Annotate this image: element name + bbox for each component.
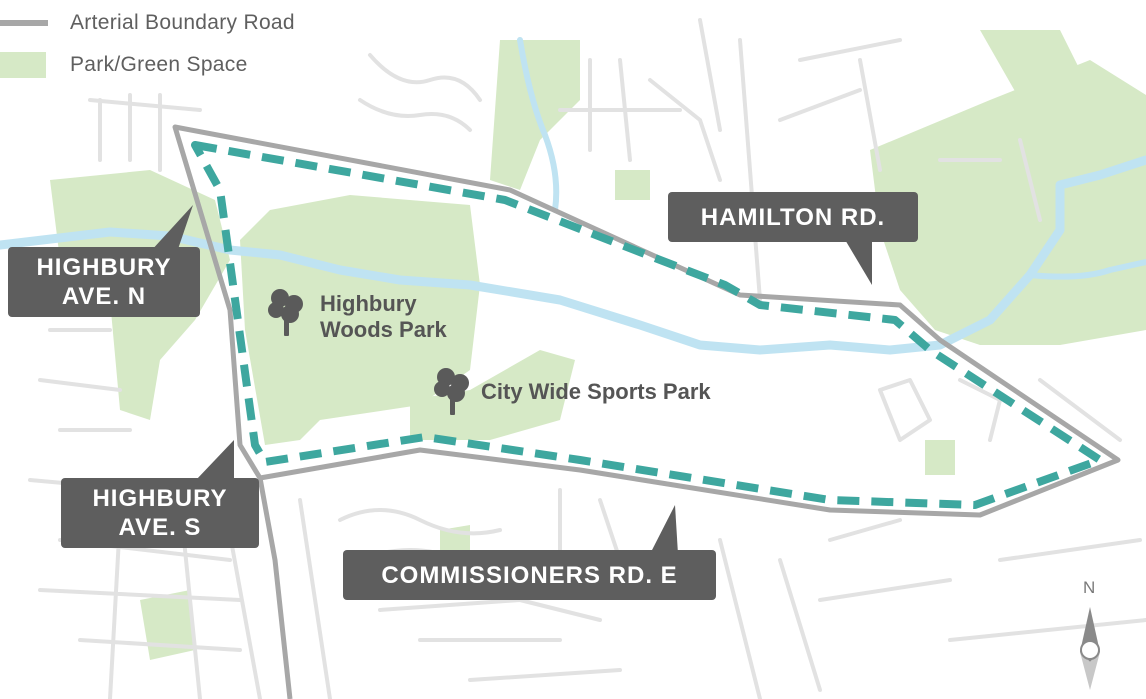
legend-label: Park/Green Space	[70, 53, 248, 76]
road-label-commissioners-rd-e: COMMISSIONERS RD. E	[343, 550, 716, 600]
compass-north-label: N	[1083, 578, 1096, 597]
park-swatch-icon	[0, 52, 46, 78]
road-label-line: AVE. S	[118, 514, 202, 541]
park-area-sw	[140, 590, 195, 660]
road-label-hamilton-rd: HAMILTON RD.	[668, 192, 918, 242]
park-label-line: City Wide Sports Park	[481, 379, 711, 404]
park-area-north-small	[615, 170, 650, 200]
road-label-line: HAMILTON RD.	[700, 203, 886, 231]
park-area-ne-block	[980, 30, 1090, 100]
road-label-line: COMMISSIONERS RD. E	[381, 561, 678, 589]
callout-pointer-hamilton	[844, 238, 872, 285]
park-label-line: Woods Park	[320, 317, 447, 342]
park-area-small-east	[925, 440, 955, 475]
park-label-line: Highbury	[320, 291, 417, 316]
callout-pointer-commissioners	[650, 505, 678, 554]
thames-river	[0, 155, 1146, 355]
green-spaces	[50, 30, 1146, 660]
arterial-boundary-road	[172, 124, 1121, 518]
study-area-boundary	[191, 141, 1104, 509]
map-legend: Arterial Boundary Road Park/Green Space	[0, 6, 295, 82]
road-line-icon	[0, 20, 48, 26]
river-tributary-east	[1027, 259, 1146, 280]
callout-pointer-highbury-n	[150, 205, 193, 258]
river-tributary-north	[517, 37, 560, 213]
compass-icon	[1080, 607, 1100, 690]
callout-pointer-highbury-s	[196, 440, 234, 482]
park-area-sports	[410, 350, 575, 440]
tree-icon	[268, 289, 303, 336]
highbury-ave-road	[257, 477, 293, 699]
park-label-highbury-woods: Highbury Woods Park	[320, 291, 447, 343]
road-label-line: HIGHBURY	[92, 485, 228, 512]
legend-item-park: Park/Green Space	[0, 48, 295, 82]
legend-item-arterial-road: Arterial Boundary Road	[0, 6, 295, 40]
road-label-line: AVE. N	[61, 283, 147, 310]
road-label-highbury-ave-s: HIGHBURY AVE. S	[61, 478, 259, 548]
park-label-city-wide-sports: City Wide Sports Park	[481, 379, 711, 405]
tree-icon	[434, 368, 469, 415]
road-label-line: HIGHBURY	[36, 254, 172, 281]
road-label-highbury-ave-n: HIGHBURY AVE. N	[8, 247, 200, 317]
legend-label: Arterial Boundary Road	[70, 11, 295, 34]
